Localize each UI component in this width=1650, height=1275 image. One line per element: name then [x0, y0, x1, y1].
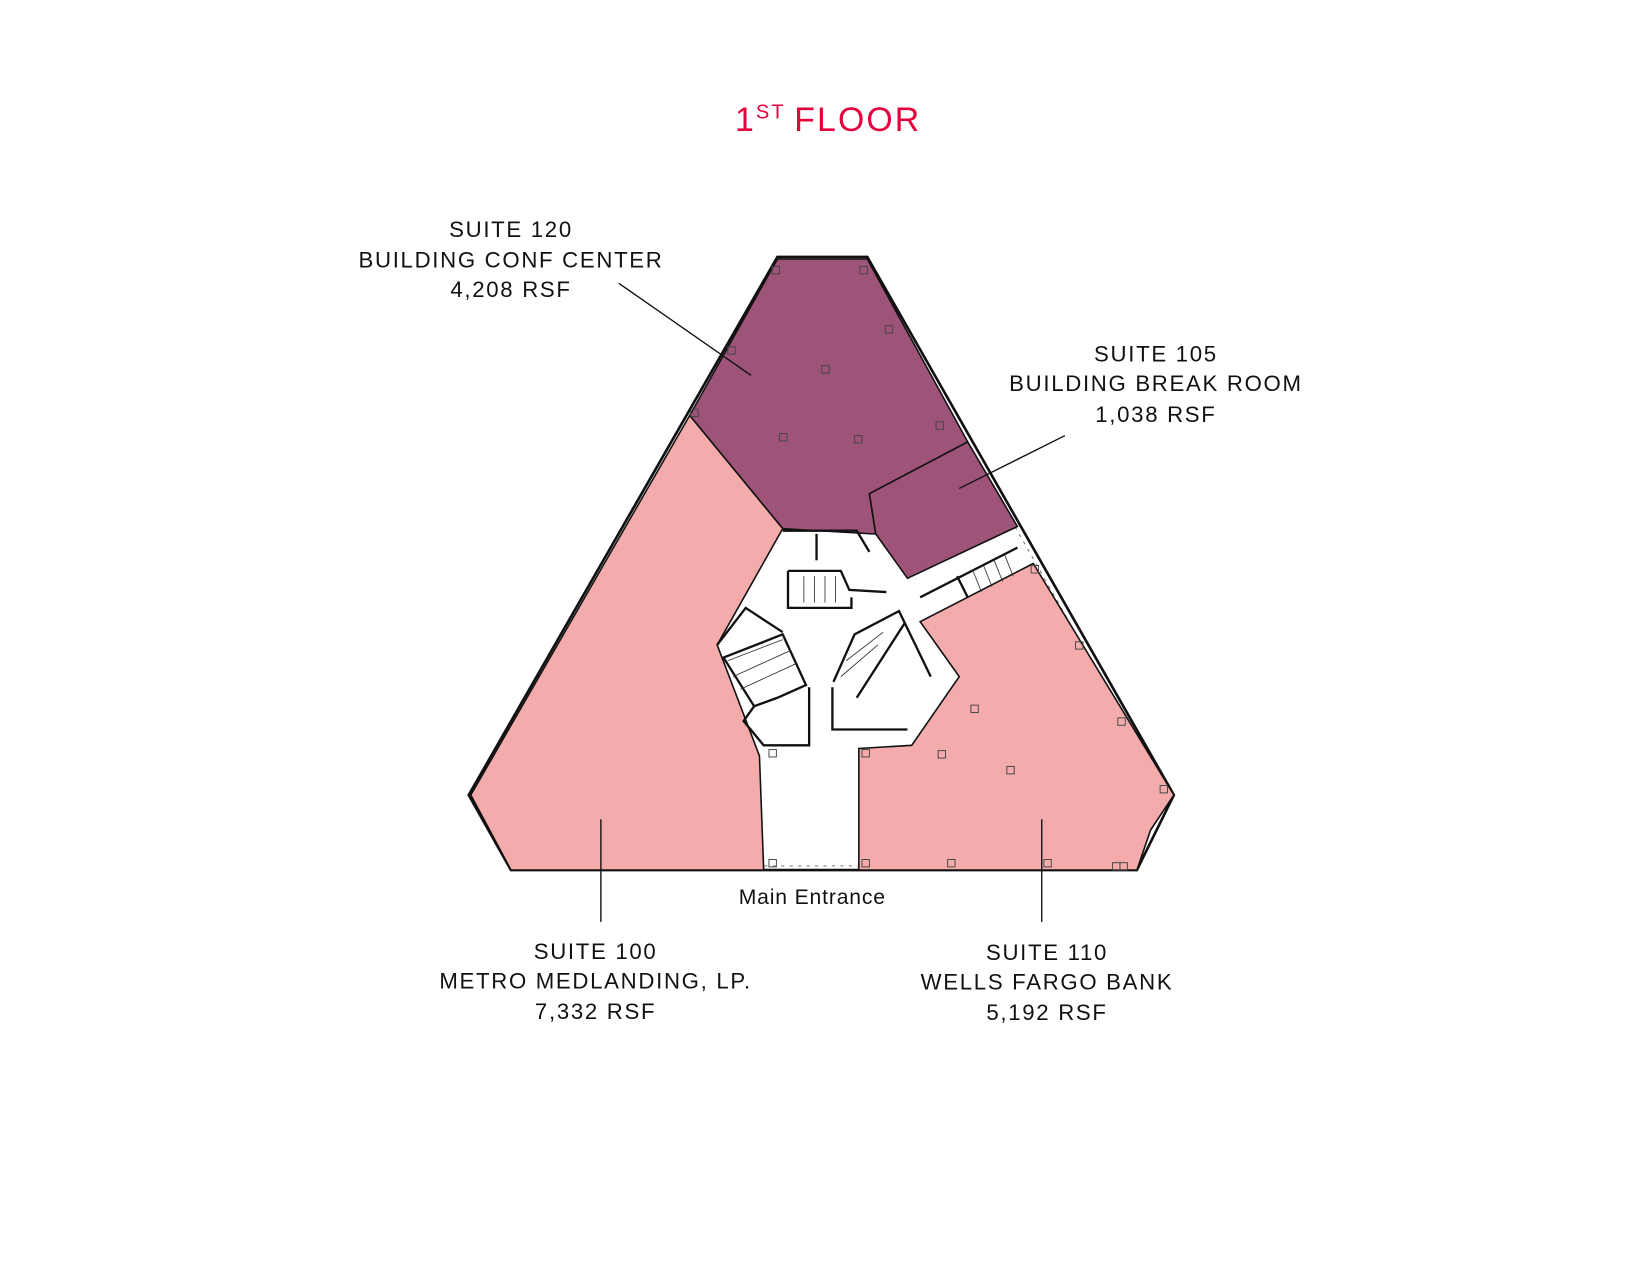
suite-area: 5,192 RSF [986, 1000, 1107, 1025]
suite-120-label: SUITE 120 BUILDING CONF CENTER 4,208 RSF [358, 217, 663, 302]
suite-area: 7,332 RSF [535, 999, 656, 1024]
suite-name: SUITE 110 [986, 940, 1108, 965]
suite-100-area[interactable] [469, 414, 784, 871]
main-entrance-label: Main Entrance [739, 886, 886, 909]
suite-tenant: BUILDING CONF CENTER [358, 247, 663, 272]
suite-105-label: SUITE 105 BUILDING BREAK ROOM 1,038 RSF [1009, 342, 1303, 427]
suite-105-area[interactable] [868, 440, 1019, 580]
suite-area: 4,208 RSF [450, 277, 571, 302]
suite-110-label: SUITE 110 WELLS FARGO BANK 5,192 RSF [921, 940, 1174, 1025]
suite-100-label: SUITE 100 METRO MEDLANDING, LP. 7,332 RS… [439, 939, 752, 1024]
building-core [716, 529, 1018, 747]
structural-columns [690, 265, 1169, 871]
suite-tenant: WELLS FARGO BANK [921, 970, 1174, 995]
suite-110-area[interactable] [858, 562, 1175, 871]
suite-tenant: BUILDING BREAK ROOM [1009, 371, 1303, 396]
suite-area: 1,038 RSF [1095, 402, 1216, 427]
suite-tenant: METRO MEDLANDING, LP. [439, 968, 752, 993]
leader-line-suite-105 [958, 434, 1066, 490]
leader-line-suite-120 [618, 282, 752, 376]
suite-name: SUITE 100 [534, 939, 658, 964]
suite-name: SUITE 105 [1094, 342, 1218, 367]
suite-name: SUITE 120 [449, 217, 573, 242]
